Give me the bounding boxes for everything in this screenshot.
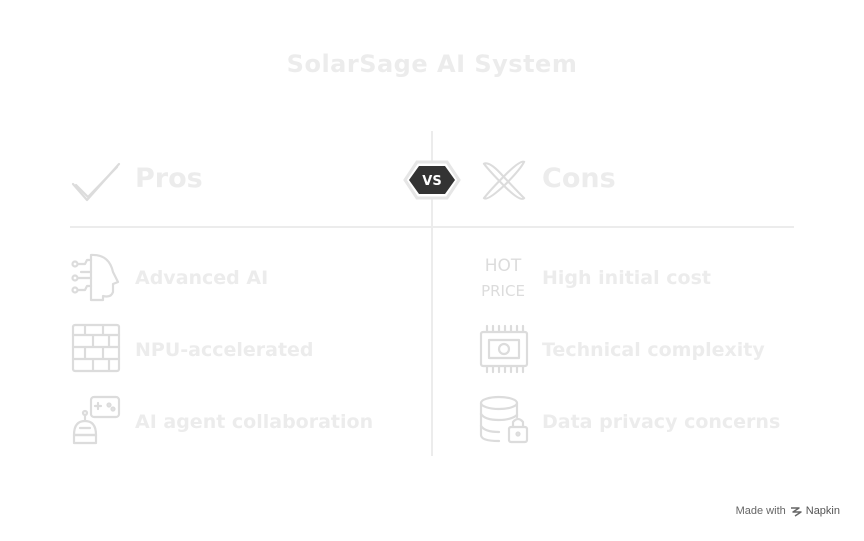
hot-price-icon: HOT PRICE [481,256,525,300]
header-divider [70,226,794,228]
center-divider [431,131,433,456]
napkin-brand-label: Napkin [805,505,840,517]
made-with-label: Made with [735,505,786,517]
pros-item-2: NPU-accelerated [135,339,314,361]
vs-badge: VS [403,160,461,200]
hot-price-icon-bottom: PRICE [481,282,525,300]
cross-icon [482,160,526,200]
made-with-napkin-footer: Made with Napkin [736,505,840,517]
database-lock-icon [479,395,529,444]
chip-grid-icon [71,323,121,373]
ai-head-icon [71,253,120,302]
pros-item-1: Advanced AI [135,267,269,289]
pros-item-3: AI agent collaboration [135,411,374,433]
checkmark-icon [71,162,121,202]
circuit-board-icon [479,324,529,374]
cons-item-3: Data privacy concerns [542,411,781,433]
cons-heading: Cons [542,163,616,194]
hot-price-icon-top: HOT [485,256,522,276]
pros-heading: Pros [135,163,203,194]
agent-robot-icon [72,395,121,445]
cons-item-2: Technical complexity [542,339,765,361]
diagram-title: SolarSage AI System [286,50,578,78]
cons-item-1: High initial cost [542,267,711,289]
napkin-logo-icon [790,507,802,517]
vs-label: VS [422,174,441,189]
